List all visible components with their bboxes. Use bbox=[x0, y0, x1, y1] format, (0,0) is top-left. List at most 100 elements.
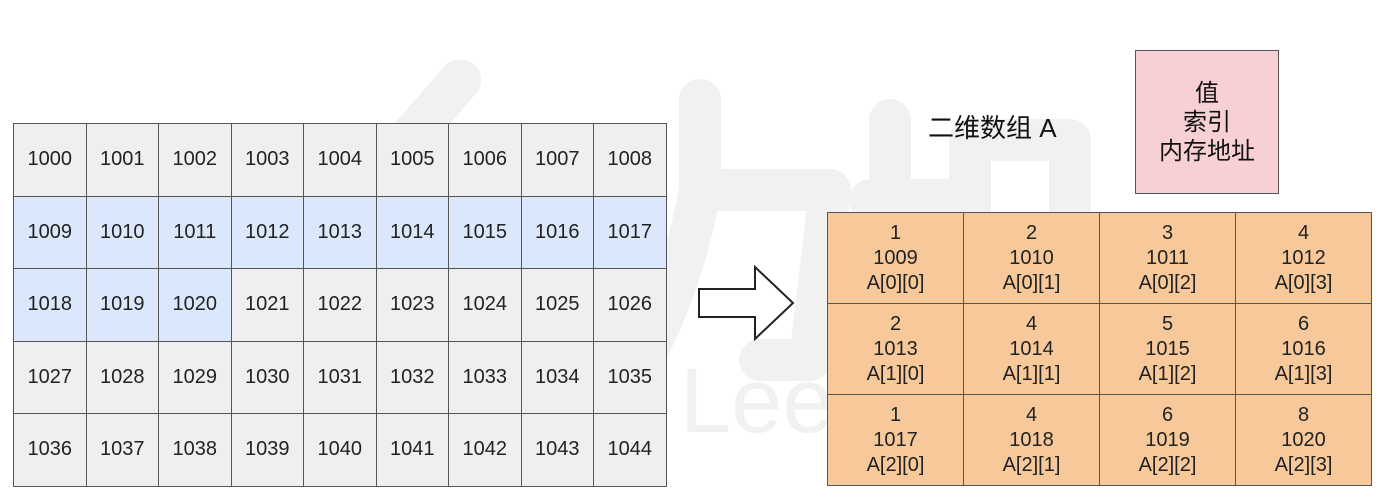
cell-address: 1017 bbox=[873, 428, 918, 451]
memory-cell: 1013 bbox=[304, 196, 377, 269]
memory-cell: 1039 bbox=[231, 414, 304, 487]
memory-cell: 1040 bbox=[304, 414, 377, 487]
memory-cell: 1042 bbox=[449, 414, 522, 487]
cell-value: 8 bbox=[1297, 403, 1310, 426]
memory-cell: 1008 bbox=[594, 124, 667, 197]
cell-index: A[1][3] bbox=[1274, 362, 1333, 385]
cell-address: 1014 bbox=[1009, 337, 1054, 360]
cell-address: 1013 bbox=[873, 337, 918, 360]
memory-cell: 1012 bbox=[231, 196, 304, 269]
memory-cell: 1005 bbox=[376, 124, 449, 197]
array-title: 二维数组 A bbox=[928, 113, 1057, 143]
cell-value: 4 bbox=[1025, 312, 1038, 335]
cell-value: 5 bbox=[1161, 312, 1174, 335]
memory-cell: 1006 bbox=[449, 124, 522, 197]
cell-value: 4 bbox=[1297, 221, 1310, 244]
cell-index: A[1][1] bbox=[1002, 362, 1061, 385]
cell-value: 6 bbox=[1297, 312, 1310, 335]
cell-address: 1009 bbox=[873, 246, 918, 269]
cell-address: 1018 bbox=[1009, 428, 1054, 451]
memory-cell: 1001 bbox=[86, 124, 159, 197]
memory-cell: 1003 bbox=[231, 124, 304, 197]
memory-cell: 1022 bbox=[304, 269, 377, 342]
cell-value: 3 bbox=[1161, 221, 1174, 244]
legend-box: 值 索引 内存地址 bbox=[1135, 50, 1279, 194]
memory-cell: 1029 bbox=[159, 341, 232, 414]
cell-index: A[1][2] bbox=[1138, 362, 1197, 385]
memory-cell: 1036 bbox=[14, 414, 87, 487]
memory-cell: 1000 bbox=[14, 124, 87, 197]
memory-cell: 1043 bbox=[521, 414, 594, 487]
legend-value-label: 值 bbox=[1195, 79, 1219, 107]
cell-address: 1016 bbox=[1281, 337, 1326, 360]
right-arrow-icon bbox=[698, 265, 795, 341]
memory-cell: 1038 bbox=[159, 414, 232, 487]
memory-cell: 1027 bbox=[14, 341, 87, 414]
memory-cell: 1011 bbox=[159, 196, 232, 269]
memory-cell: 1007 bbox=[521, 124, 594, 197]
cell-value: 1 bbox=[889, 221, 902, 244]
cell-value: 6 bbox=[1161, 403, 1174, 426]
memory-cell: 1015 bbox=[449, 196, 522, 269]
memory-cell: 1026 bbox=[594, 269, 667, 342]
cell-value: 2 bbox=[889, 312, 902, 335]
cell-address: 1015 bbox=[1145, 337, 1190, 360]
cell-value: 2 bbox=[1025, 221, 1038, 244]
cell-index: A[1][0] bbox=[866, 362, 925, 385]
cell-value: 1 bbox=[889, 403, 902, 426]
legend-index-label: 索引 bbox=[1183, 108, 1231, 136]
memory-cell: 1021 bbox=[231, 269, 304, 342]
cell-address: 1012 bbox=[1281, 246, 1326, 269]
memory-cell: 1020 bbox=[159, 269, 232, 342]
memory-cell: 1019 bbox=[86, 269, 159, 342]
cell-address: 1010 bbox=[1009, 246, 1054, 269]
cell-index: A[2][1] bbox=[1002, 453, 1061, 476]
memory-cell: 1037 bbox=[86, 414, 159, 487]
memory-cell: 1014 bbox=[376, 196, 449, 269]
memory-cell: 1002 bbox=[159, 124, 232, 197]
memory-cell: 1023 bbox=[376, 269, 449, 342]
cell-index: A[2][2] bbox=[1138, 453, 1197, 476]
cell-address: 1020 bbox=[1281, 428, 1326, 451]
cell-address: 1019 bbox=[1145, 428, 1190, 451]
cell-index: A[2][3] bbox=[1274, 453, 1333, 476]
cell-index: A[0][0] bbox=[866, 271, 925, 294]
cell-index: A[0][3] bbox=[1274, 271, 1333, 294]
memory-cell: 1031 bbox=[304, 341, 377, 414]
cell-address: 1011 bbox=[1145, 246, 1189, 269]
cell-index: A[2][0] bbox=[866, 453, 925, 476]
memory-cell: 1009 bbox=[14, 196, 87, 269]
cell-value: 4 bbox=[1025, 403, 1038, 426]
memory-cell: 1004 bbox=[304, 124, 377, 197]
memory-cell: 1041 bbox=[376, 414, 449, 487]
cell-index: A[0][1] bbox=[1002, 271, 1061, 294]
memory-cell: 1032 bbox=[376, 341, 449, 414]
memory-cell: 1018 bbox=[14, 269, 87, 342]
legend-address-label: 内存地址 bbox=[1159, 137, 1255, 165]
memory-cell: 1044 bbox=[594, 414, 667, 487]
memory-cell: 1010 bbox=[86, 196, 159, 269]
cell-index: A[0][2] bbox=[1138, 271, 1197, 294]
memory-cell: 1016 bbox=[521, 196, 594, 269]
memory-cell: 1025 bbox=[521, 269, 594, 342]
memory-cell: 1035 bbox=[594, 341, 667, 414]
memory-cell: 1028 bbox=[86, 341, 159, 414]
memory-cell: 1034 bbox=[521, 341, 594, 414]
memory-cell: 1033 bbox=[449, 341, 522, 414]
memory-cell: 1017 bbox=[594, 196, 667, 269]
memory-cell: 1024 bbox=[449, 269, 522, 342]
